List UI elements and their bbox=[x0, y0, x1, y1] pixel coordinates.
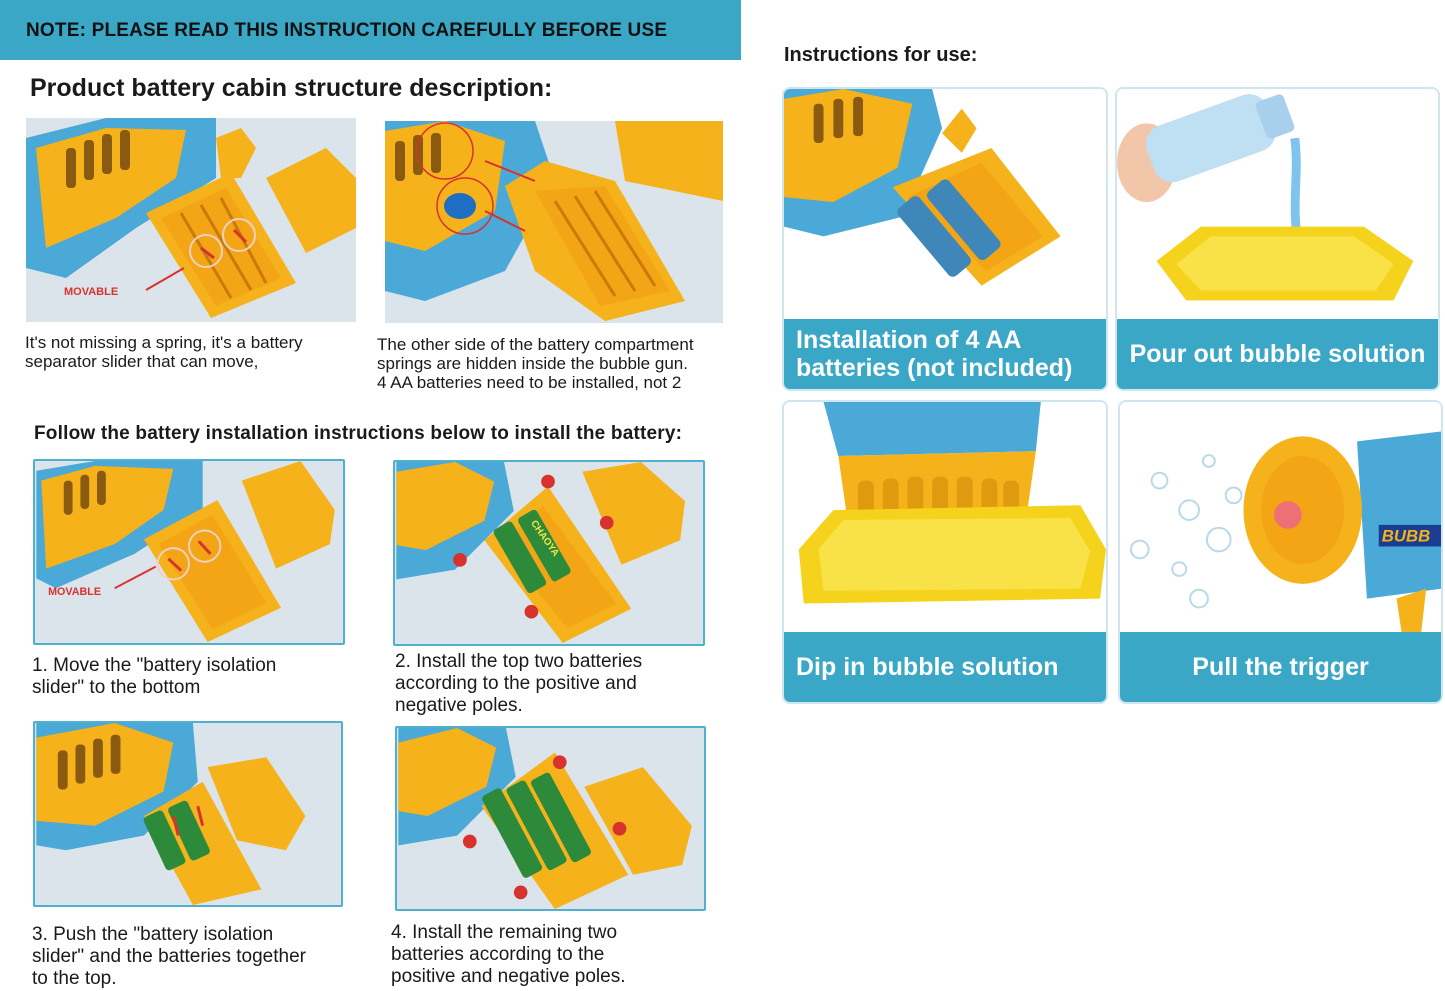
usage-card-trigger-label: Pull the trigger bbox=[1120, 632, 1441, 702]
pour-solution-photo bbox=[1117, 89, 1438, 319]
step-3-photo bbox=[33, 721, 343, 907]
step-2-caption: 2. Install the top two batteries accordi… bbox=[395, 651, 643, 716]
step-4-caption: 4. Install the remaining two batteries a… bbox=[391, 922, 626, 987]
structure-caption-1: It's not missing a spring, it's a batter… bbox=[25, 333, 303, 371]
step-4-illustration bbox=[398, 728, 703, 909]
movable-label-1: MOVABLE bbox=[64, 286, 118, 298]
step-1-caption: 1. Move the "battery isolation slider" t… bbox=[32, 655, 277, 698]
usage-card-dip: Dip in bubble solution bbox=[782, 400, 1108, 704]
structure-title: Product battery cabin structure descript… bbox=[30, 74, 553, 102]
battery-cabin-photo-2 bbox=[385, 121, 723, 323]
note-banner: NOTE: PLEASE READ THIS INSTRUCTION CAREF… bbox=[0, 0, 741, 60]
usage-card-install: Installation of 4 AA batteries (not incl… bbox=[782, 87, 1108, 391]
note-text: NOTE: PLEASE READ THIS INSTRUCTION CAREF… bbox=[26, 20, 668, 41]
battery-install-photo bbox=[784, 89, 1106, 319]
usage-card-trigger: BUBB Pull the trigger bbox=[1118, 400, 1443, 704]
usage-card-pour: Pour out bubble solution bbox=[1115, 87, 1440, 391]
step-3-caption: 3. Push the "battery isolation slider" a… bbox=[32, 924, 306, 989]
step-1-illustration: MOVABLE bbox=[36, 461, 342, 643]
battery-cabin-photo-1: MOVABLE bbox=[26, 118, 356, 322]
step-2-illustration: CHAOYA bbox=[396, 462, 702, 644]
usage-title: Instructions for use: bbox=[784, 44, 978, 66]
step-4-photo bbox=[395, 726, 706, 911]
movable-label-2: MOVABLE bbox=[48, 586, 101, 598]
trigger-bubbles-photo: BUBB bbox=[1120, 402, 1441, 632]
step-1-photo: MOVABLE bbox=[33, 459, 345, 645]
structure-caption-2: The other side of the battery compartmen… bbox=[377, 335, 694, 392]
install-title: Follow the battery installation instruct… bbox=[34, 423, 683, 444]
step-2-photo: CHAOYA bbox=[393, 460, 705, 646]
battery-cabin-illustration-1: MOVABLE bbox=[26, 118, 356, 322]
usage-card-install-label: Installation of 4 AA batteries (not incl… bbox=[784, 319, 1106, 389]
usage-card-dip-label: Dip in bubble solution bbox=[784, 632, 1106, 702]
usage-card-pour-label: Pour out bubble solution bbox=[1117, 319, 1438, 389]
gun-brand-text: BUBB bbox=[1382, 527, 1431, 546]
dip-solution-photo bbox=[784, 402, 1106, 632]
step-3-illustration bbox=[36, 723, 340, 905]
battery-cabin-illustration-2 bbox=[385, 121, 723, 323]
